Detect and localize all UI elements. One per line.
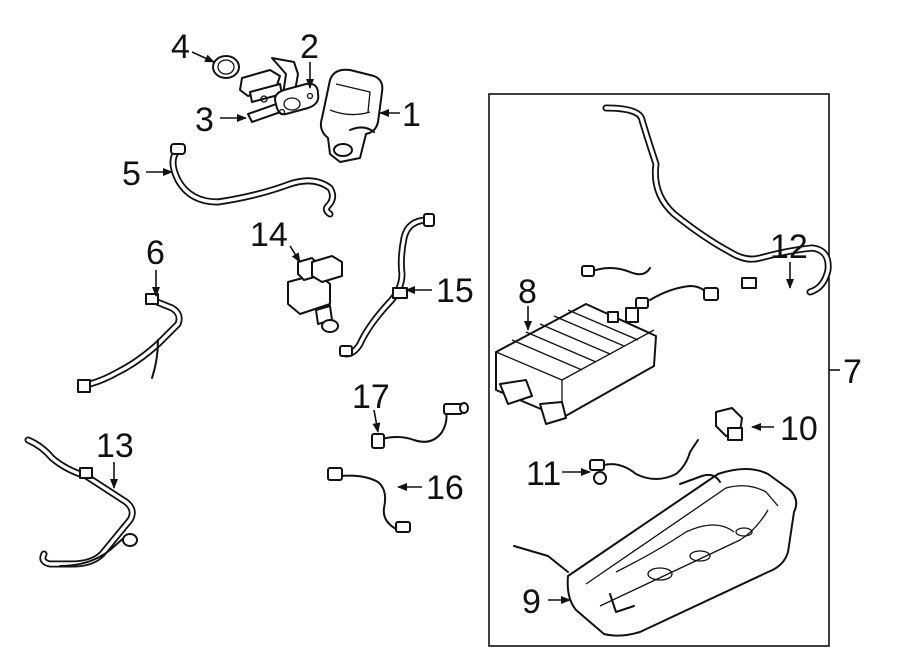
leader-17 <box>372 409 381 433</box>
callout-9: 9 <box>522 583 541 621</box>
callout-5: 5 <box>122 155 141 193</box>
callout-4: 4 <box>171 28 190 66</box>
callout-16: 16 <box>426 469 464 507</box>
callout-2: 2 <box>300 28 319 66</box>
callout-13: 13 <box>96 427 134 465</box>
shield-tray-part <box>513 468 798 637</box>
callout-7: 7 <box>843 353 862 391</box>
o-ring-part <box>212 55 240 79</box>
callout-1: 1 <box>402 96 421 134</box>
tube-part <box>169 143 337 218</box>
callout-11: 11 <box>526 455 561 493</box>
sensor-17-part <box>371 402 469 449</box>
leader-14 <box>289 245 301 263</box>
callout-8: 8 <box>518 273 537 311</box>
long-hose-part <box>602 104 832 296</box>
callout-12: 12 <box>770 228 808 266</box>
callout-3: 3 <box>195 101 214 139</box>
gasket-part <box>274 82 320 116</box>
tube-assembly-part <box>24 436 138 568</box>
leader-4 <box>191 51 215 63</box>
callout-15: 15 <box>436 272 474 310</box>
harness-11-part <box>589 439 699 485</box>
callout-6: 6 <box>146 234 165 272</box>
solenoid-valve-part <box>287 255 343 333</box>
sensor-16-part <box>327 467 411 533</box>
callout-10: 10 <box>780 410 818 448</box>
canister-harness-part <box>581 265 719 309</box>
callout-14: 14 <box>250 216 288 254</box>
valve-housing-part <box>319 68 384 163</box>
vacuum-hose-part <box>339 213 435 358</box>
wire-harness-part <box>77 293 183 393</box>
connector-part <box>715 407 743 441</box>
canister-part <box>495 303 657 425</box>
callout-17: 17 <box>352 378 390 416</box>
